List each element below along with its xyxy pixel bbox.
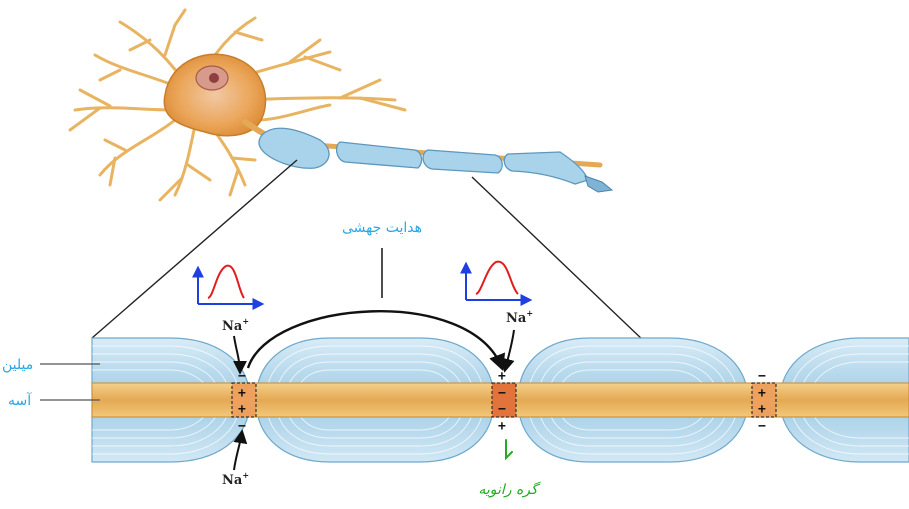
axon-label-group: آسه <box>8 392 100 409</box>
node-of-ranvier-label: گره رانویه <box>478 481 541 498</box>
sign-plus: + <box>238 386 246 401</box>
saltatory-conduction-label: هدایت جهشی <box>342 220 422 236</box>
sign-plus: + <box>238 402 246 417</box>
sodium-ion-top-right: Na+ <box>505 308 533 370</box>
svg-text:Na+: Na+ <box>506 308 533 326</box>
sign-minus: − <box>758 419 766 434</box>
svg-text:Na+: Na+ <box>222 316 249 334</box>
sign-minus: − <box>238 419 246 434</box>
action-potential-graph-right <box>466 262 530 300</box>
axon-label: آسه <box>8 392 32 409</box>
sign-plus: + <box>758 402 766 417</box>
myelin-label: میلین <box>2 357 33 373</box>
zoom-line-left <box>92 160 297 338</box>
nucleolus <box>209 73 219 83</box>
action-potential-graph-left <box>198 266 262 304</box>
neuron-illustration <box>70 10 612 200</box>
sign-plus: + <box>498 419 506 434</box>
sign-plus: + <box>758 386 766 401</box>
node-2-charges: + − − + <box>498 369 506 434</box>
node-1-charges: − + + − <box>238 369 246 434</box>
zoom-line-right <box>472 177 645 342</box>
node-3-charges: − + + − <box>758 369 766 434</box>
sign-minus: − <box>498 386 506 401</box>
myelinated-axon-top <box>259 128 612 192</box>
svg-text:Na+: Na+ <box>222 470 249 488</box>
myelin-label-group: میلین <box>2 357 100 373</box>
sign-plus: + <box>498 369 506 384</box>
zoomed-axon: − + + − + − − + − + + − <box>92 338 909 462</box>
sign-minus: − <box>498 402 506 417</box>
node-of-ranvier-annotation: گره رانویه <box>478 440 541 498</box>
sign-minus: − <box>758 369 766 384</box>
